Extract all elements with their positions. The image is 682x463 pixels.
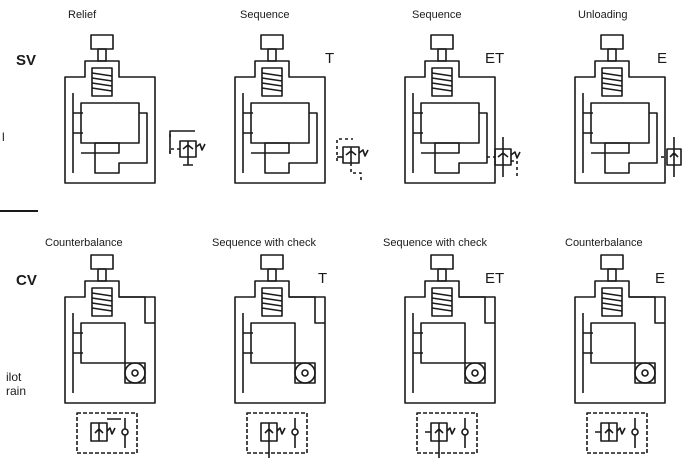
port-letter-e: E [657,50,668,67]
side-label-row1: l [2,130,5,144]
port-letter-t-row2: T [318,270,328,287]
valve-counterbalance-e [565,253,682,463]
caption-unloading: Unloading [578,9,628,21]
valve-sequence-t [225,33,385,208]
port-letter-t: T [325,50,335,67]
caption-sequence-check-t: Sequence with check [212,237,316,249]
valve-relief [55,33,215,208]
valve-sequence-et [395,33,555,208]
port-letter-et: ET [485,50,505,67]
side-label-drain: rain [6,384,27,398]
valve-unloading-e [565,33,682,208]
valve-sequence-check-et [395,253,515,463]
port-letter-et-row2: ET [485,270,505,287]
row-tag-sv: SV [16,52,37,69]
caption-relief: Relief [68,9,97,21]
caption-counterbalance-e: Counterbalance [565,237,643,249]
valve-sequence-check-t [225,253,345,463]
caption-sequence-check-et: Sequence with check [383,237,487,249]
port-letter-e-row2: E [655,270,666,287]
side-label-pilot: ilot [6,370,22,384]
caption-counterbalance: Counterbalance [45,237,123,249]
row-divider [0,210,38,212]
row-tag-cv: CV [16,272,37,289]
caption-sequence-t: Sequence [240,9,290,21]
caption-sequence-et: Sequence [412,9,462,21]
valve-counterbalance [55,253,175,463]
